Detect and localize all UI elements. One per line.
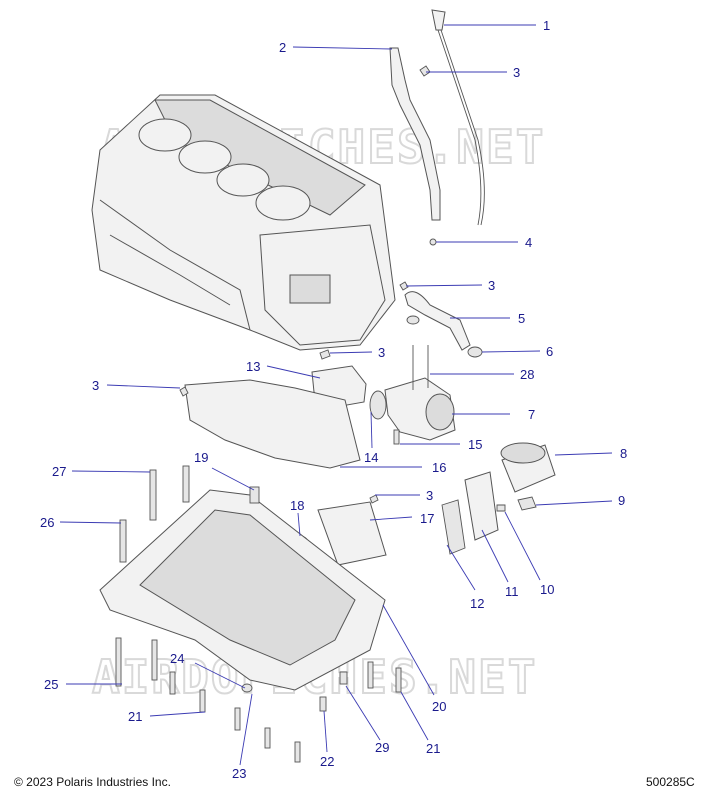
dipstick-tube	[389, 47, 441, 221]
leader-lines	[59, 24, 613, 766]
callout-20: 20	[432, 699, 446, 714]
bolt-23b	[264, 727, 271, 749]
callout-8: 8	[620, 446, 627, 461]
callout-16: 16	[432, 460, 446, 475]
fitting-10	[496, 504, 506, 512]
oil-cooler	[317, 501, 387, 566]
callout-21-b: 21	[426, 741, 440, 756]
document-number: 500285C	[646, 775, 695, 789]
callout-5: 5	[518, 311, 525, 326]
callout-9: 9	[618, 493, 625, 508]
callout-1: 1	[543, 18, 550, 33]
callout-10: 10	[540, 582, 554, 597]
callout-13: 13	[246, 359, 260, 374]
bolt-21a	[169, 671, 176, 695]
callout-labels: 1 2 3 4 3 5 6 3 28 13 3 7 14 15 16 8 19 …	[40, 18, 627, 781]
callout-26: 26	[40, 515, 54, 530]
baffle-plate	[184, 379, 361, 469]
callout-17: 17	[420, 511, 434, 526]
bolt-26	[119, 519, 127, 563]
bolt-21b	[199, 689, 206, 713]
bolt-15	[393, 429, 400, 445]
callout-29: 29	[375, 740, 389, 755]
drain-plug-19	[249, 486, 260, 504]
callout-3-e: 3	[426, 488, 433, 503]
bolt-3b	[399, 281, 409, 291]
callout-24: 24	[170, 651, 184, 666]
callout-28: 28	[520, 367, 534, 382]
callout-3-b: 3	[488, 278, 495, 293]
callout-2: 2	[279, 40, 286, 55]
callout-3-c: 3	[378, 345, 385, 360]
callout-25: 25	[44, 677, 58, 692]
callout-3-d: 3	[92, 378, 99, 393]
gasket-14	[369, 390, 387, 420]
bolt-25a	[115, 637, 122, 687]
plug-22	[319, 696, 327, 712]
bolt-23a	[234, 707, 241, 731]
bolt-3a	[419, 65, 431, 77]
bolt-25b	[151, 639, 158, 681]
dipstick	[431, 9, 485, 226]
callout-11: 11	[505, 584, 519, 599]
o-ring-4	[429, 238, 437, 246]
engine-block	[91, 94, 396, 351]
bolt-27b	[182, 465, 190, 503]
callout-22: 22	[320, 754, 334, 769]
bolt-3d	[179, 386, 189, 397]
oil-filter	[500, 442, 556, 493]
callout-3-a: 3	[513, 65, 520, 80]
callout-21-a: 21	[128, 709, 142, 724]
plug-29	[339, 671, 348, 685]
bolt-21d	[395, 667, 402, 693]
bolt-23c	[294, 741, 301, 763]
washer-24	[241, 683, 253, 693]
o-ring-6	[467, 346, 483, 358]
bolt-3c	[319, 349, 331, 360]
bolt-21c	[367, 661, 374, 689]
copyright-notice: © 2023 Polaris Industries Inc.	[14, 775, 171, 789]
callout-27: 27	[52, 464, 66, 479]
oil-pump	[384, 377, 456, 441]
bolt-27a	[149, 469, 157, 521]
callout-14: 14	[364, 450, 378, 465]
callout-19: 19	[194, 450, 208, 465]
callout-18: 18	[290, 498, 304, 513]
sender-9	[517, 496, 537, 511]
gasket-12	[441, 499, 466, 555]
callout-23: 23	[232, 766, 246, 781]
clamp-ring	[406, 315, 420, 325]
callout-6: 6	[546, 344, 553, 359]
filter-adapter	[464, 471, 499, 541]
hose	[404, 291, 471, 351]
callout-7: 7	[528, 407, 535, 422]
callout-12: 12	[470, 596, 484, 611]
bolt-3e	[369, 494, 379, 504]
callout-15: 15	[468, 437, 482, 452]
callout-4: 4	[525, 235, 532, 250]
